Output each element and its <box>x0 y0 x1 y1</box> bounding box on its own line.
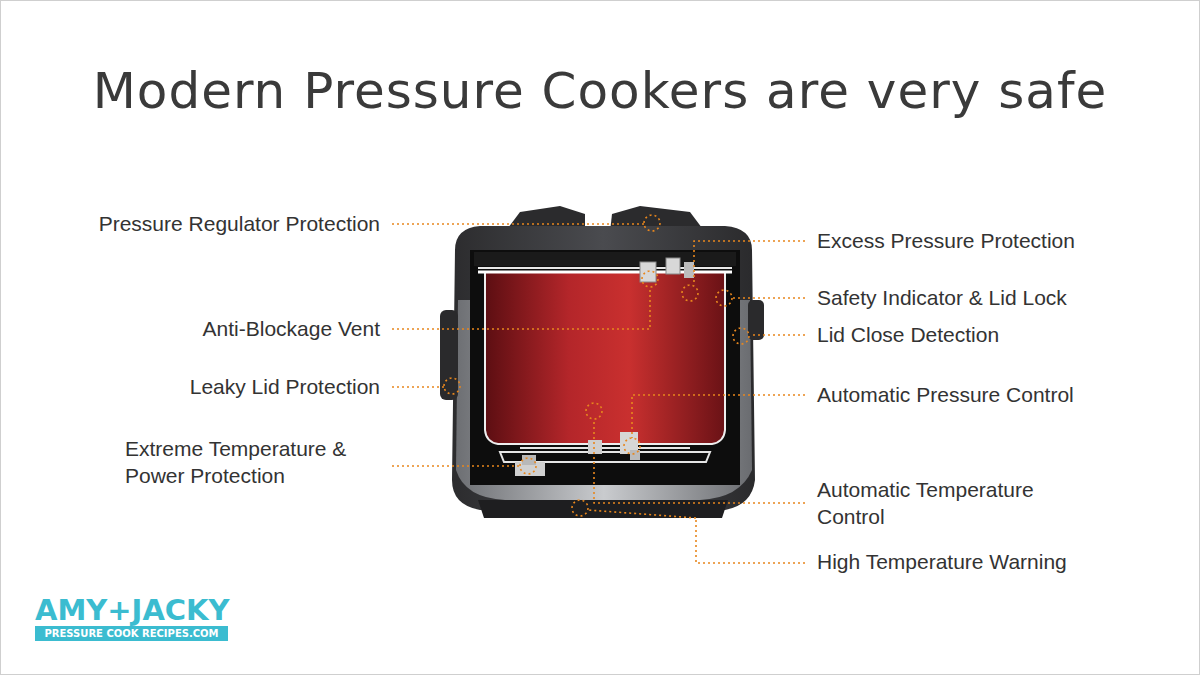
callout-label: Automatic Pressure Control <box>817 381 1074 408</box>
diagram-title: Modern Pressure Cookers are very safe <box>0 62 1200 120</box>
callout-label: Excess Pressure Protection <box>817 227 1075 254</box>
logo-subtext: PRESSURE COOK RECIPES.COM <box>35 626 228 641</box>
callout-label: Pressure Regulator Protection <box>99 210 380 237</box>
callout-label: Lid Close Detection <box>817 321 999 348</box>
callout-label: Automatic Temperature Control <box>817 476 1087 530</box>
callout-label: Safety Indicator & Lid Lock <box>817 284 1067 311</box>
callout-label: High Temperature Warning <box>817 548 1067 575</box>
logo-text: AMY+JACKY <box>35 594 230 626</box>
callout-label: Leaky Lid Protection <box>190 373 380 400</box>
callout-label: Anti-Blockage Vent <box>203 315 380 342</box>
callout-label: Extreme Temperature & Power Protection <box>125 435 387 489</box>
